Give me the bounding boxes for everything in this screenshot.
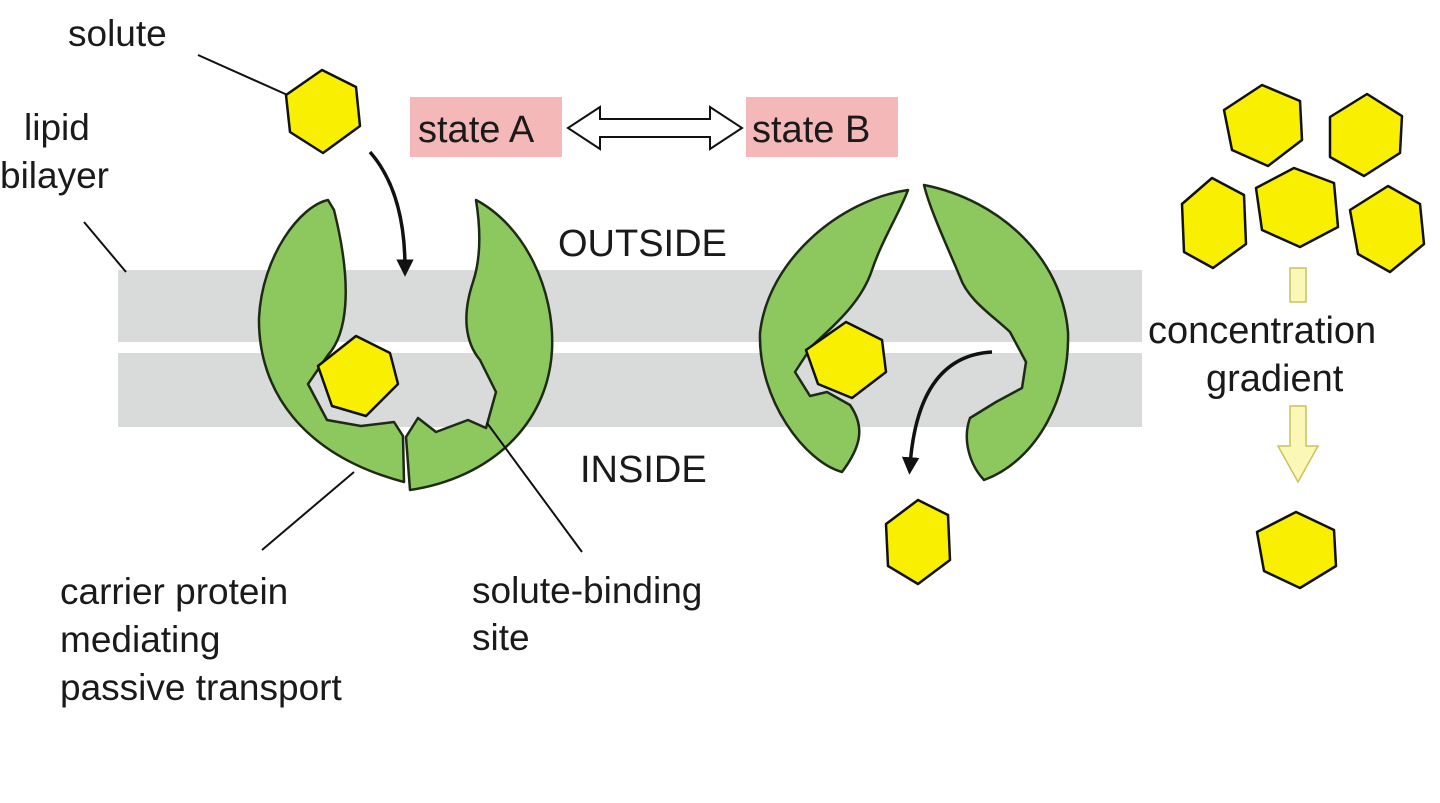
state-b-right-subunit [922, 183, 1070, 482]
bound-solute-hexagon-state-b [804, 320, 888, 400]
gradient-solute-5 [1348, 184, 1426, 274]
solute-entry-arrow [368, 150, 414, 277]
gradient-solute-1 [1222, 83, 1304, 168]
state-a-left-subunit [257, 198, 406, 484]
state-a-right-subunit [404, 198, 554, 492]
lipid-bilayer-label-line2: bilayer [0, 155, 109, 196]
solute-exit-arrow [901, 350, 993, 475]
bound-solute-hexagon [316, 334, 400, 418]
inside-label: INSIDE [580, 449, 707, 491]
concentration-gradient-label-line1: concentration [1148, 310, 1376, 352]
gradient-solute-2 [1328, 92, 1404, 178]
carrier-protein-label-line1: carrier protein [60, 571, 288, 612]
state-a-label: state A [418, 109, 535, 151]
incoming-solute-hexagon [284, 68, 362, 155]
binding-site-label-line1: solute-binding [472, 570, 702, 611]
state-a-background [410, 97, 562, 157]
lipid-bilayer-label-line1: lipid [24, 107, 90, 148]
carrier-protein-label-line2: mediating [60, 619, 220, 660]
binding-site-label-line2: site [472, 617, 530, 658]
binding-site-leader-line [486, 422, 583, 553]
released-solute-hexagon [884, 498, 952, 586]
state-b-label: state B [752, 109, 870, 151]
solute-leader-line [197, 54, 293, 98]
lipid-bilayer-leader-line [83, 221, 127, 273]
state-transition: state A state B [410, 97, 898, 157]
carrier-protein-label-line3: passive transport [60, 667, 342, 708]
solute-label: solute [68, 13, 167, 54]
concentration-gradient-arrow [1276, 267, 1320, 484]
high-concentration-solutes [1180, 83, 1426, 274]
gradient-arrow-upper-shaft [1289, 267, 1307, 303]
state-b-left-subunit [758, 188, 910, 474]
low-concentration-solute [1255, 510, 1338, 590]
outside-label: OUTSIDE [558, 223, 727, 265]
carrier-protein-leader-line [261, 471, 355, 551]
gradient-arrow-lower-shaft [1276, 405, 1320, 484]
double-headed-arrow [566, 105, 744, 151]
carrier-protein-state-a [257, 198, 554, 492]
gradient-solute-3 [1180, 176, 1248, 270]
state-b-background [746, 97, 898, 157]
carrier-protein-state-b [758, 183, 1070, 482]
concentration-gradient-label-line2: gradient [1206, 358, 1344, 400]
gradient-solute-4 [1254, 166, 1340, 249]
